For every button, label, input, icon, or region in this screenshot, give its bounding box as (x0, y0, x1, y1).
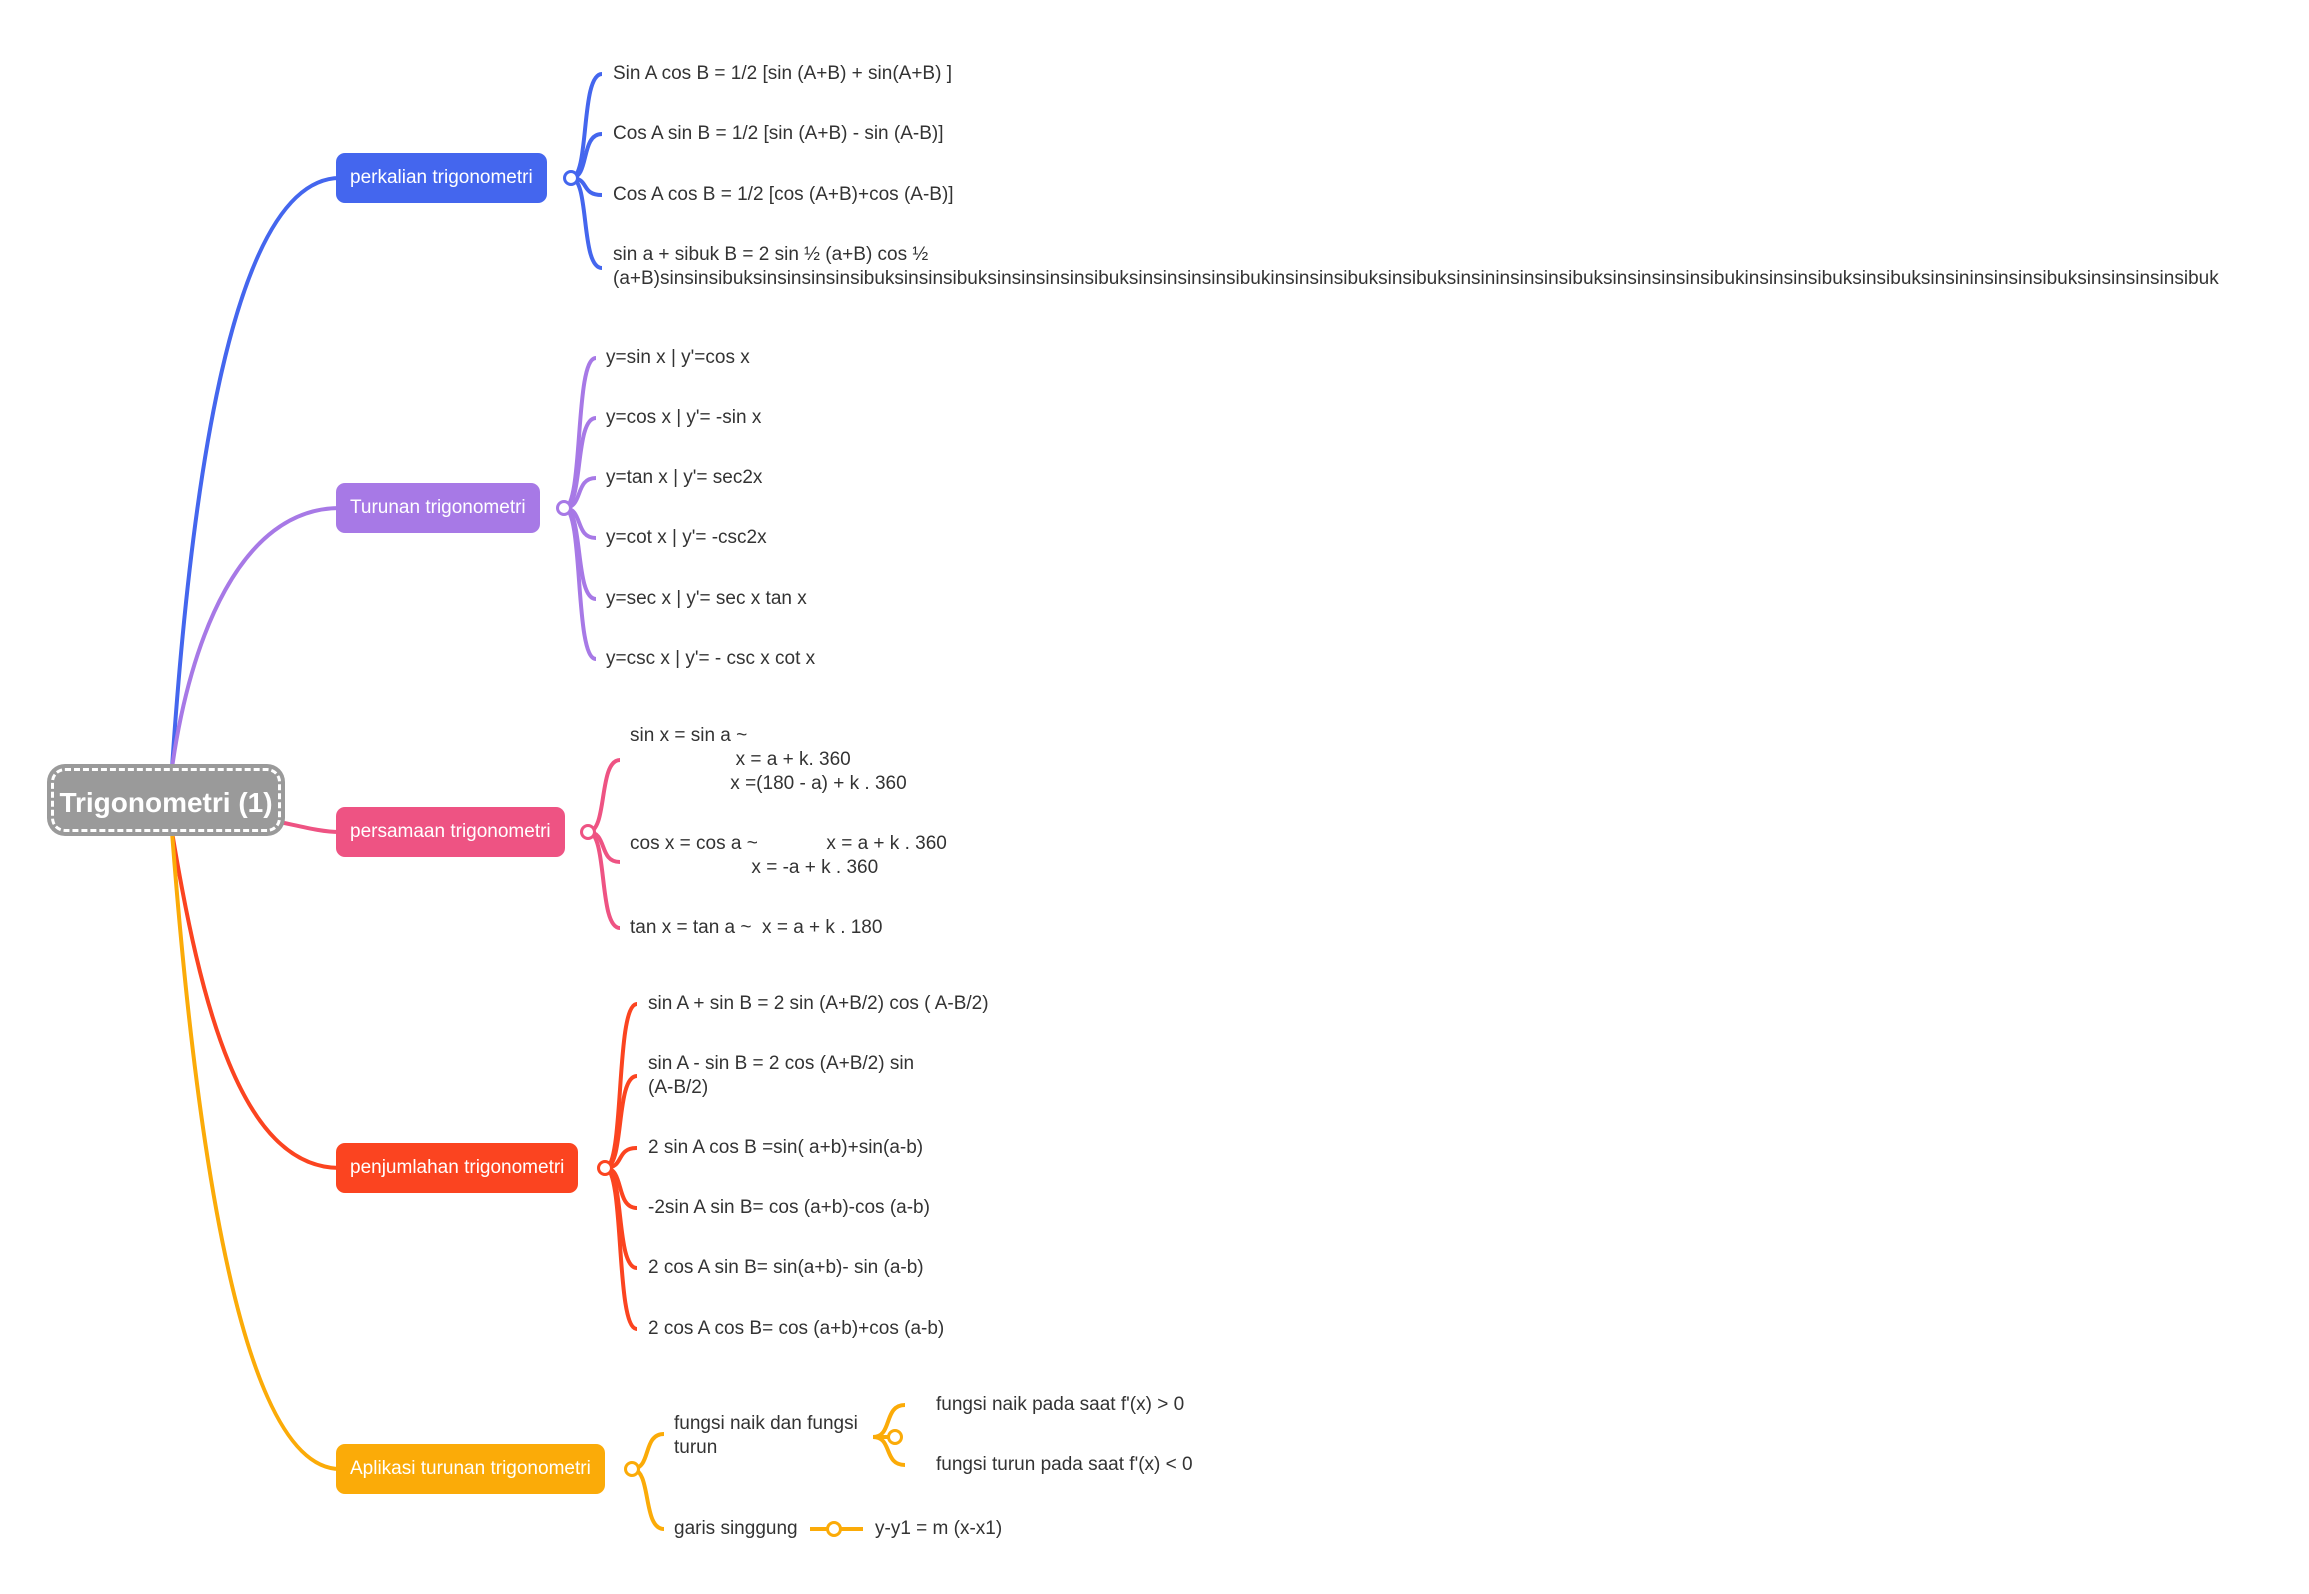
leaf-fungsi-naik[interactable]: fungsi naik pada saat f'(x) > 0 (936, 1394, 1185, 1415)
link-root-turunan (170, 506, 341, 769)
collapse-toggle-turunan[interactable] (556, 500, 572, 516)
leaf-persamaan-2[interactable]: cos x = cos a ~ x = a + k . 360 x = -a +… (630, 833, 947, 878)
leaf-turunan-4[interactable]: y=cot x | y'= -csc2x (606, 527, 767, 548)
link-root-penjumlahan (170, 831, 341, 1170)
subtopic-garis-singgung[interactable]: garis singgung (674, 1518, 798, 1539)
branch-persamaan[interactable]: persamaan trigonometri (336, 807, 565, 857)
collapse-toggle-penjumlahan[interactable] (597, 1160, 613, 1176)
leaf-turunan-5[interactable]: y=sec x | y'= sec x tan x (606, 588, 807, 609)
branch-penjumlahan[interactable]: penjumlahan trigonometri (336, 1143, 579, 1193)
leaf-perkalian-1[interactable]: Sin A cos B = 1/2 [sin (A+B) + sin(A+B) … (613, 63, 952, 84)
link-root-perkalian (170, 176, 341, 769)
collapse-toggle-fungsi[interactable] (887, 1429, 903, 1445)
branch-aplikasi[interactable]: Aplikasi turunan trigonometri (336, 1444, 605, 1494)
collapse-toggle-perkalian[interactable] (563, 170, 579, 186)
fan-persamaan (587, 758, 621, 930)
leaf-turunan-3[interactable]: y=tan x | y'= sec2x (606, 467, 763, 488)
leaf-perkalian-4[interactable]: sin a + sibuk B = 2 sin ½ (a+B) cos ½ (a… (613, 244, 2219, 289)
leaf-penjumlahan-4[interactable]: -2sin A sin B= cos (a+b)-cos (a-b) (648, 1197, 930, 1218)
collapse-toggle-persamaan[interactable] (580, 824, 596, 840)
branch-perkalian[interactable]: perkalian trigonometri (336, 153, 547, 203)
leaf-penjumlahan-6[interactable]: 2 cos A cos B= cos (a+b)+cos (a-b) (648, 1318, 945, 1339)
root-node[interactable]: Trigonometri (1) (51, 768, 281, 832)
leaf-garis-singgung-eq[interactable]: y-y1 = m (x-x1) (875, 1518, 1003, 1539)
leaf-turunan-6[interactable]: y=csc x | y'= - csc x cot x (606, 648, 816, 669)
leaf-penjumlahan-2[interactable]: sin A - sin B = 2 cos (A+B/2) sin (A-B/2… (648, 1053, 915, 1098)
leaf-persamaan-3[interactable]: tan x = tan a ~ x = a + k . 180 (630, 917, 883, 938)
branch-turunan[interactable]: Turunan trigonometri (336, 483, 540, 533)
subtopic-fungsi-naik-turun[interactable]: fungsi naik dan fungsi turun (674, 1413, 858, 1458)
leaf-perkalian-2[interactable]: Cos A sin B = 1/2 [sin (A+B) - sin (A-B)… (613, 123, 944, 144)
leaf-turunan-1[interactable]: y=sin x | y'=cos x (606, 347, 750, 368)
link-root-persamaan (269, 818, 341, 834)
leaf-penjumlahan-5[interactable]: 2 cos A sin B= sin(a+b)- sin (a-b) (648, 1257, 924, 1278)
link-root-aplikasi (170, 831, 341, 1471)
leaf-penjumlahan-3[interactable]: 2 sin A cos B =sin( a+b)+sin(a-b) (648, 1137, 924, 1158)
leaf-perkalian-3[interactable]: Cos A cos B = 1/2 [cos (A+B)+cos (A-B)] (613, 184, 954, 205)
leaf-turunan-2[interactable]: y=cos x | y'= -sin x (606, 407, 762, 428)
leaf-penjumlahan-1[interactable]: sin A + sin B = 2 sin (A+B/2) cos ( A-B/… (648, 993, 989, 1014)
collapse-toggle-garis[interactable] (826, 1521, 842, 1537)
collapse-toggle-aplikasi[interactable] (624, 1461, 640, 1477)
leaf-persamaan-1[interactable]: sin x = sin a ~ x = a + k. 360 x =(180 -… (630, 725, 907, 794)
leaf-fungsi-turun[interactable]: fungsi turun pada saat f'(x) < 0 (936, 1454, 1193, 1475)
